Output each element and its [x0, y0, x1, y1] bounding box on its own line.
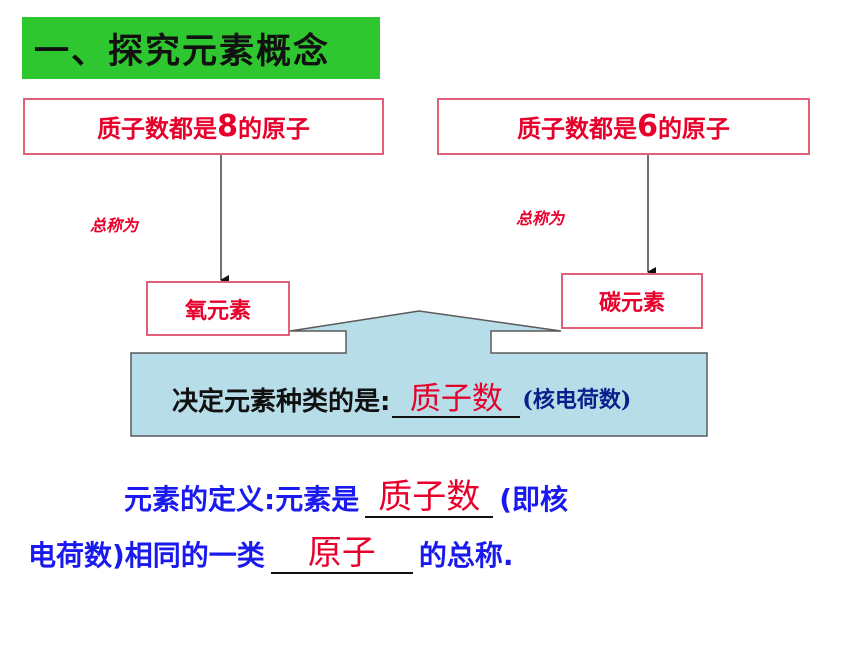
- decides-answer: 质子数: [392, 382, 521, 418]
- definition-line-2: 电荷数)相同的一类 原子 的总称.: [28, 534, 513, 574]
- box-left-number: 8: [217, 109, 238, 144]
- definition-line-1: 元素的定义:元素是 质子数 (即核: [124, 478, 568, 518]
- box-right-suffix: 的原子: [657, 115, 730, 143]
- decides-paren: (核电荷数): [522, 387, 632, 413]
- page-title: 一、探究元素概念: [34, 31, 331, 72]
- box-right-number: 6: [637, 109, 658, 144]
- definition-answer-2: 原子: [270, 534, 413, 574]
- box-carbon-element: 碳元素: [561, 273, 703, 329]
- decides-row: 决定元素种类的是: 质子数 (核电荷数): [172, 368, 631, 418]
- note-right: 总称为: [516, 209, 565, 228]
- box-right-prefix: 质子数都是: [517, 115, 638, 143]
- box-oxygen-element: 氧元素: [146, 281, 290, 336]
- box-left-suffix: 的原子: [237, 115, 310, 143]
- definition-line2-prefix: 电荷数)相同的一类: [28, 539, 265, 572]
- title-bar: 一、探究元素概念: [22, 17, 380, 79]
- definition-line1-prefix: 元素的定义:元素是: [124, 483, 360, 516]
- box-left-prefix: 质子数都是: [97, 115, 218, 143]
- definition-line1-suffix: (即核: [499, 483, 569, 516]
- definition-answer-1: 质子数: [365, 478, 494, 518]
- definition-line2-suffix: 的总称.: [418, 539, 514, 572]
- callout-panel: [130, 310, 708, 437]
- note-left: 总称为: [90, 216, 139, 235]
- decides-label: 决定元素种类的是:: [172, 387, 391, 417]
